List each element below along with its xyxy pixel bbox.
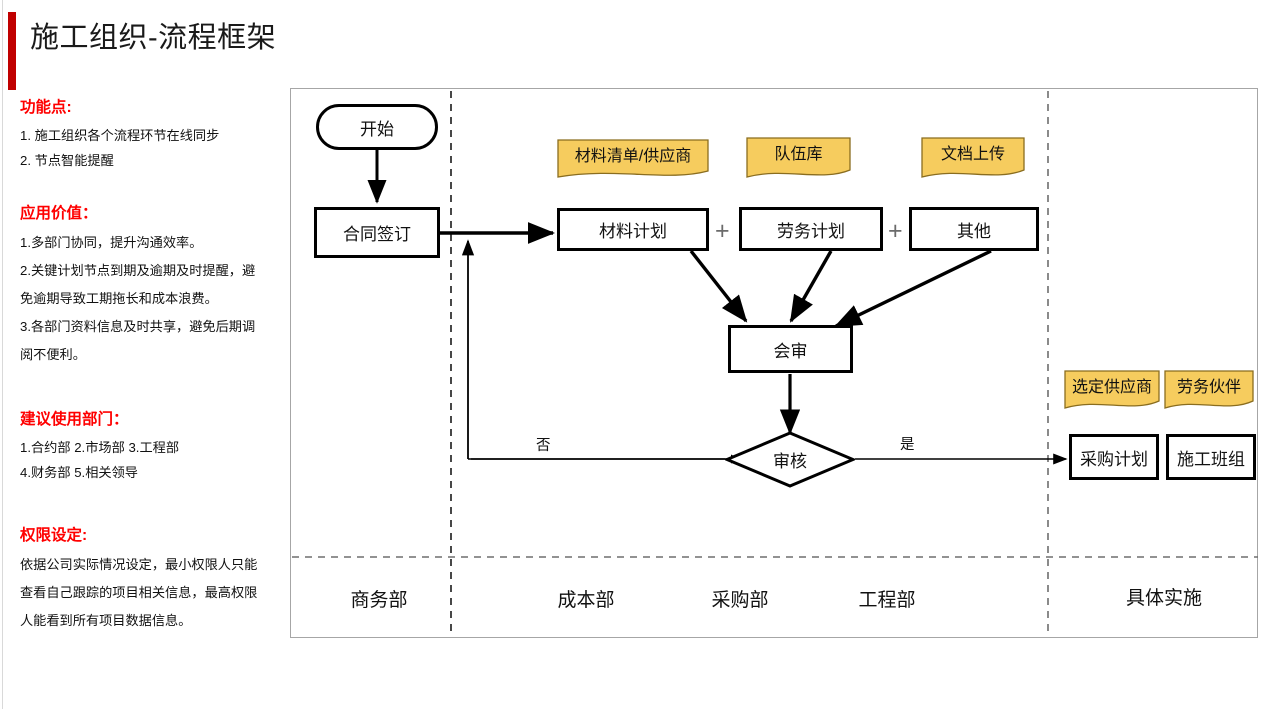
node-audit-decision[interactable]: 审核 xyxy=(725,431,855,488)
page-title: 施工组织-流程框架 xyxy=(30,22,277,54)
info-heading: 功能点: xyxy=(20,99,72,116)
lane-label-cost: 成本部 xyxy=(557,590,615,611)
info-heading: 建议使用部门： xyxy=(20,411,129,428)
info-block-features: 功能点: 1. 施工组织各个流程环节在线同步 2. 节点智能提醒 xyxy=(20,95,282,173)
node-material-plan[interactable]: 材料计划 xyxy=(557,208,709,251)
info-line: 依据公司实际情况设定，最小权限人只能 xyxy=(20,557,258,572)
info-block-value: 应用价值： 1.多部门协同，提升沟通效率。 2.关键计划节点到期及逾期及时提醒，… xyxy=(20,201,282,369)
node-audit-label: 审核 xyxy=(773,452,807,471)
lane-label-engineering: 工程部 xyxy=(858,590,916,611)
edge-label-no: 否 xyxy=(536,438,551,454)
info-column: 功能点: 1. 施工组织各个流程环节在线同步 2. 节点智能提醒 应用价值： 1… xyxy=(20,95,282,651)
sticky-note-label: 选定供应商 xyxy=(1071,379,1152,396)
node-joint-review[interactable]: 会审 xyxy=(728,325,853,373)
node-other-plan[interactable]: 其他 xyxy=(909,207,1039,251)
sticky-note-labor-partner[interactable]: 劳务伙伴 xyxy=(1164,370,1254,414)
info-heading: 应用价值： xyxy=(20,205,98,222)
lane-label-purchasing: 采购部 xyxy=(711,590,769,611)
sticky-note-selected-supplier[interactable]: 选定供应商 xyxy=(1064,370,1160,414)
sticky-note-label: 队伍库 xyxy=(774,146,823,163)
sticky-note-label: 劳务伙伴 xyxy=(1176,379,1241,396)
info-line: 2.关键计划节点到期及逾期及时提醒，避 xyxy=(20,263,256,278)
page-left-edge xyxy=(2,0,3,709)
node-contract-signing[interactable]: 合同签订 xyxy=(314,207,440,258)
info-heading: 权限设定: xyxy=(20,527,88,544)
node-joint-review-label: 会审 xyxy=(773,341,808,361)
info-line: 查看自己跟踪的项目相关信息，最高权限 xyxy=(20,585,258,600)
sticky-note-material-list[interactable]: 材料清单/供应商 xyxy=(557,139,709,183)
node-purchase-plan-label: 采购计划 xyxy=(1080,449,1148,469)
sticky-note-label: 文档上传 xyxy=(940,146,1005,163)
lane-label-business: 商务部 xyxy=(350,590,408,611)
node-start-label: 开始 xyxy=(360,119,394,139)
edge-label-yes: 是 xyxy=(900,437,915,453)
diamond-shape xyxy=(725,431,855,488)
info-line: 4.财务部 5.相关领导 xyxy=(20,465,138,480)
node-labor-plan[interactable]: 劳务计划 xyxy=(739,207,883,251)
info-block-permissions: 权限设定: 依据公司实际情况设定，最小权限人只能 查看自己跟踪的项目相关信息，最… xyxy=(20,523,282,635)
spacer xyxy=(20,189,282,201)
spacer xyxy=(20,501,282,523)
info-line: 1.合约部 2.市场部 3.工程部 xyxy=(20,440,180,455)
sticky-note-doc-upload[interactable]: 文档上传 xyxy=(921,137,1025,183)
info-line: 免逾期导致工期拖长和成本浪费。 xyxy=(20,291,218,306)
sticky-note-shape xyxy=(1064,370,1160,409)
plus-operator-2: + xyxy=(888,217,903,245)
sticky-note-shape xyxy=(746,137,851,178)
node-other-plan-label: 其他 xyxy=(957,221,991,241)
node-labor-plan-label: 劳务计划 xyxy=(777,221,845,241)
flowchart-connectors xyxy=(292,91,1258,637)
sticky-note-label: 材料清单/供应商 xyxy=(574,148,692,165)
info-line: 3.各部门资料信息及时共享，避免后期调 xyxy=(20,319,256,334)
info-line: 2. 节点智能提醒 xyxy=(20,153,114,168)
info-line: 人能看到所有项目数据信息。 xyxy=(20,613,192,628)
node-construction-team[interactable]: 施工班组 xyxy=(1166,434,1256,480)
flowchart-frame: 开始 合同签订 材料清单/供应商 队伍库 文档上传 材料计划 xyxy=(290,88,1258,638)
sticky-note-shape xyxy=(921,137,1025,178)
plus-operator-1: + xyxy=(715,217,730,245)
node-construction-team-label: 施工班组 xyxy=(1177,449,1245,469)
info-line: 1.多部门协同，提升沟通效率。 xyxy=(20,235,203,250)
sticky-note-team-library[interactable]: 队伍库 xyxy=(746,137,851,183)
lane-label-implementation: 具体实施 xyxy=(1125,588,1202,609)
sticky-note-shape xyxy=(557,139,709,178)
info-line: 阅不便利。 xyxy=(20,347,86,362)
sticky-note-shape xyxy=(1164,370,1254,409)
node-start[interactable]: 开始 xyxy=(316,104,438,150)
node-purchase-plan[interactable]: 采购计划 xyxy=(1069,434,1159,480)
info-line: 1. 施工组织各个流程环节在线同步 xyxy=(20,128,220,143)
info-block-departments: 建议使用部门： 1.合约部 2.市场部 3.工程部 4.财务部 5.相关领导 xyxy=(20,407,282,485)
node-contract-signing-label: 合同签订 xyxy=(343,225,411,244)
node-material-plan-label: 材料计划 xyxy=(599,222,667,241)
title-accent-bar xyxy=(8,12,16,90)
spacer xyxy=(20,385,282,407)
